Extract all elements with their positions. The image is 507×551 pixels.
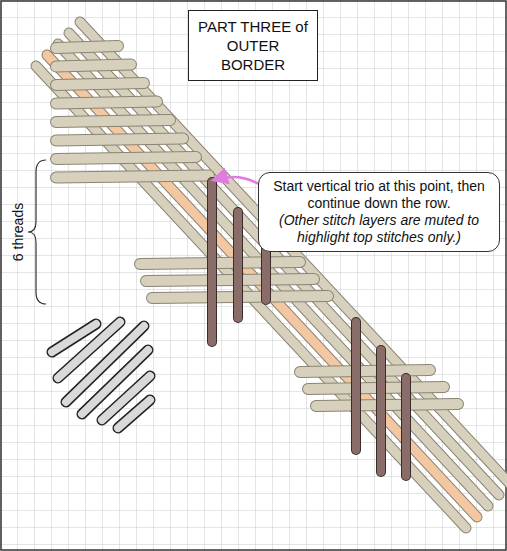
vertical-stitch [402, 378, 410, 476]
horizontal-stitch [56, 83, 144, 85]
horizontal-stitch [140, 262, 300, 264]
instruction-text: Start vertical trio at this point, then … [267, 178, 491, 212]
horizontal-stitch [56, 102, 157, 104]
horizontal-stitch [56, 139, 183, 141]
horizontal-stitch [56, 176, 209, 178]
horizontal-stitch [56, 102, 157, 104]
vertical-stitch [352, 322, 360, 450]
vertical-stitch [376, 350, 386, 472]
horizontal-stitch [56, 157, 196, 159]
horizontal-stitch [56, 120, 170, 122]
horizontal-stitch [56, 120, 170, 122]
diagonal-stitch [58, 44, 488, 506]
diagonal-stitch [80, 22, 507, 484]
vertical-stitch [233, 212, 243, 318]
grey-stitch [118, 400, 150, 428]
bracket [28, 160, 46, 304]
pink-stripe [47, 55, 477, 517]
horizontal-stitch [316, 404, 458, 406]
title-box: PART THREE of OUTER BORDER [188, 10, 318, 81]
pink-stripe [47, 55, 477, 517]
dimension-label: 6 threads [10, 203, 26, 261]
horizontal-stitch [56, 46, 118, 48]
diagonal-stitch [80, 22, 507, 484]
grey-stitch [58, 322, 120, 378]
vertical-stitch [207, 182, 217, 342]
horizontal-stitch [300, 370, 430, 372]
vertical-stitch [208, 182, 216, 342]
horizontal-stitch [316, 404, 458, 406]
title: PART THREE of OUTER BORDER [197, 17, 309, 74]
horizontal-stitch [56, 139, 183, 141]
note-text: (Other stitch layers are muted to highli… [267, 212, 491, 246]
horizontal-stitch [56, 83, 144, 85]
horizontal-stitch [146, 279, 314, 281]
diagonal-stitch [58, 44, 488, 506]
horizontal-stitch [146, 279, 314, 281]
horizontal-stitch [56, 46, 118, 48]
horizontal-stitch [56, 65, 131, 67]
horizontal-stitch [56, 65, 131, 67]
grey-stitch [118, 400, 150, 428]
vertical-stitch [351, 322, 361, 450]
horizontal-stitch [56, 176, 209, 178]
diagonal-stitch [36, 66, 466, 528]
vertical-stitch [377, 350, 385, 472]
vertical-stitch [234, 212, 242, 318]
callout-box: Start vertical trio at this point, then … [258, 172, 500, 252]
horizontal-stitch [56, 157, 196, 159]
vertical-stitch [401, 378, 411, 476]
stitch-layers [36, 22, 507, 528]
grey-stitch [58, 322, 120, 378]
pointer-arrow [214, 177, 262, 186]
diagonal-stitch [36, 66, 466, 528]
horizontal-stitch [300, 370, 430, 372]
grey-stitches [52, 322, 150, 428]
horizontal-stitch [140, 262, 300, 264]
